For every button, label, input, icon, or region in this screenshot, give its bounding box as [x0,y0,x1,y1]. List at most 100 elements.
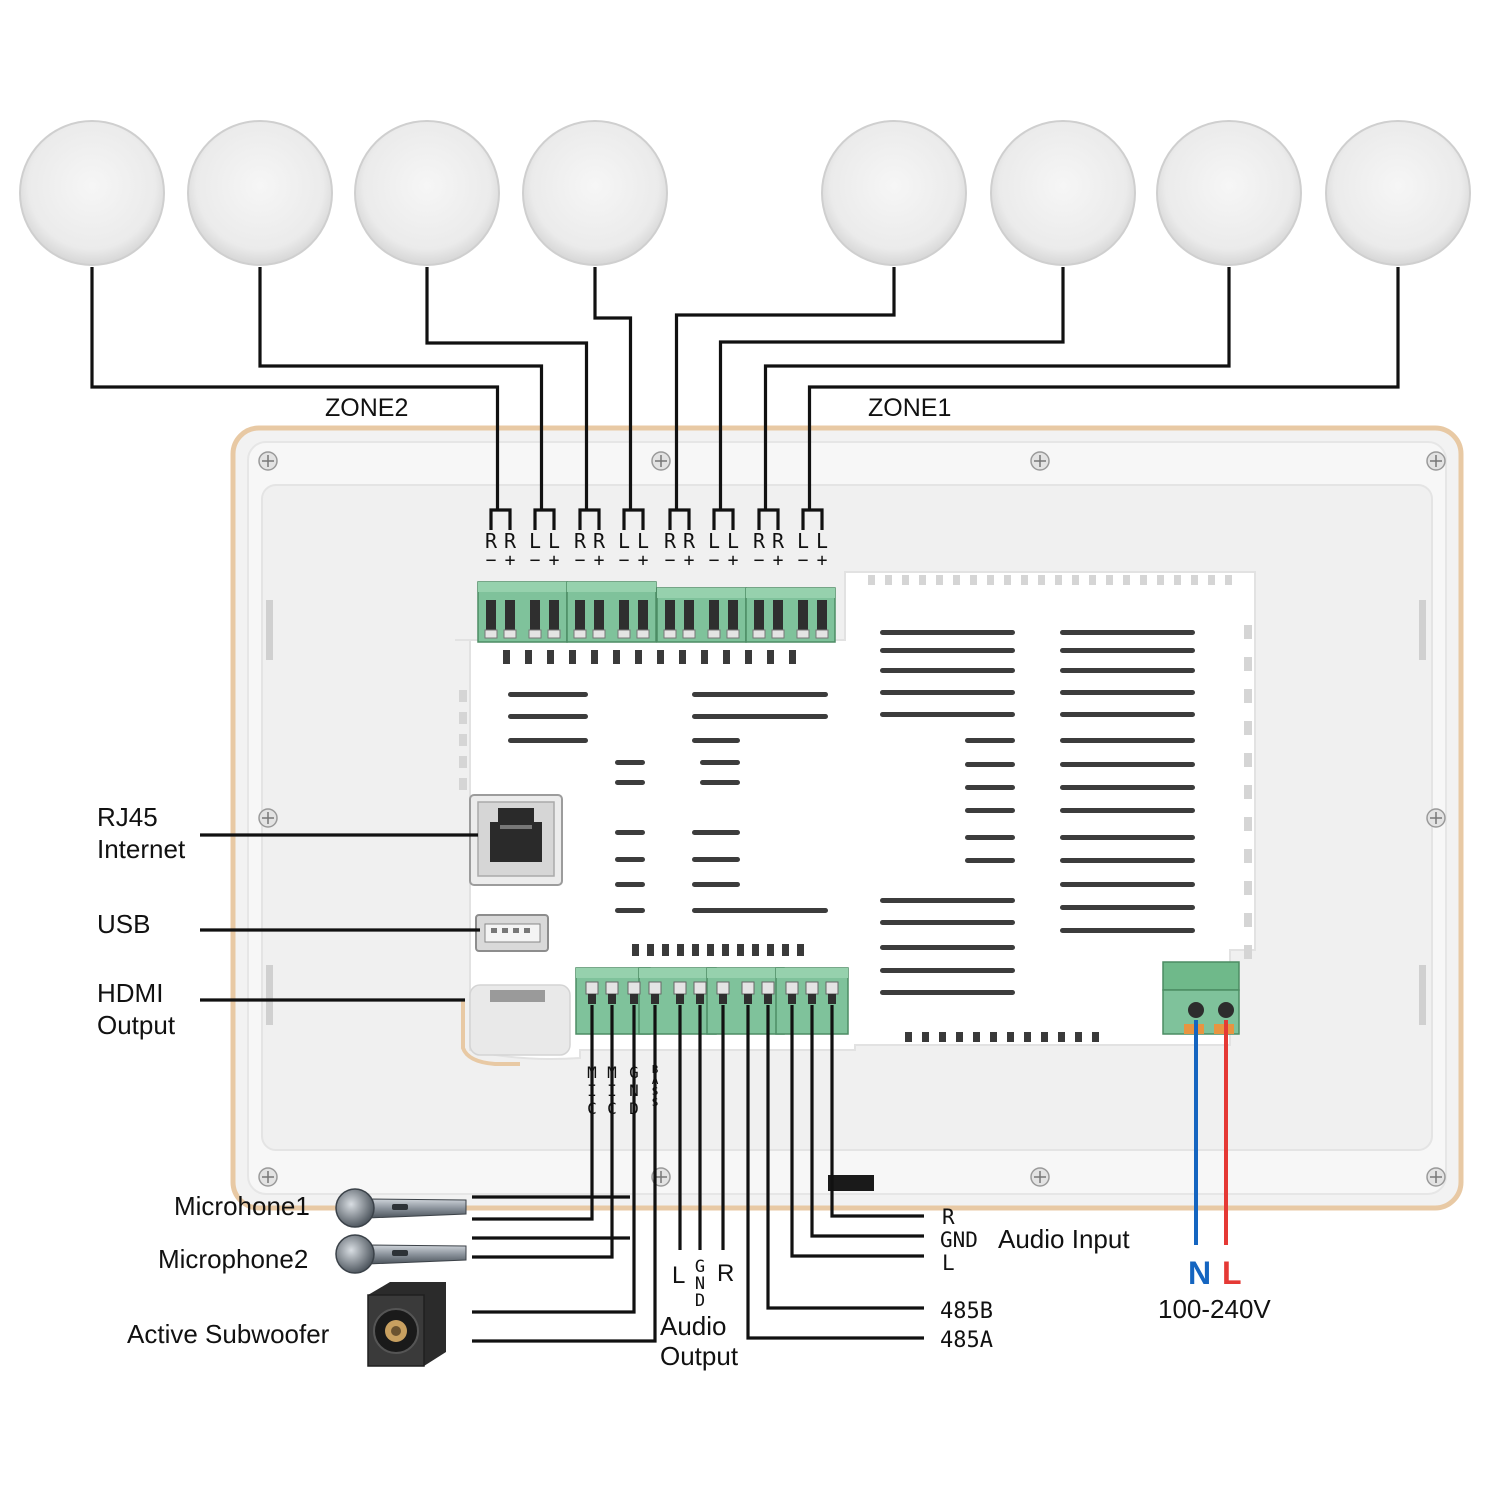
terminal-screw [771,629,785,639]
audio-input-title: Audio Input [998,1224,1130,1254]
io-terminal-pin [651,994,659,1004]
ceiling-speakers [19,120,1471,266]
io-terminal-block-top [639,968,716,978]
edge-vent [919,575,926,585]
terminal-pin [549,600,559,630]
terminal-pin [684,600,694,630]
terminal-letter: L [529,529,541,553]
terminal-sign: + [728,550,739,571]
audio-input-r: R [942,1205,955,1229]
bottom-wires [472,1005,1228,1343]
housing-tab [828,1175,874,1191]
vent-slot [880,712,1015,717]
terminal-sign: − [619,550,630,571]
audio-output-r: R [717,1260,734,1287]
edge-vent [1244,817,1252,831]
speaker-terminal-blocks [477,581,836,643]
vent-slot [880,968,1015,973]
edge-vent [782,944,789,956]
edge-vent [1021,575,1028,585]
terminal-letter: L [727,529,739,553]
terminal-letter: L [708,529,720,553]
terminal-pin [594,600,604,630]
speaker-wire [258,267,544,510]
edge-vent [1092,1032,1099,1042]
speaker-7 [1156,120,1302,266]
io-terminal-screw [648,981,662,995]
edge-vent [1140,575,1147,585]
edge-vent [1244,657,1252,671]
edge-vent [632,944,639,956]
edge-vent [647,944,654,956]
vent-slot [615,908,645,913]
rj45-label: RJ45 [97,802,158,832]
speaker-wire [622,508,645,530]
vent-slot [692,857,740,862]
speaker-wire [718,267,1065,510]
edge-vent [868,575,875,585]
vent-slot [700,760,740,765]
usb-label: USB [97,909,150,939]
speaker-wire [712,508,735,530]
io-terminal-screw [693,981,707,995]
edge-vent [1208,575,1215,585]
io-terminal-pin [719,994,727,1004]
terminal-sign: − [754,550,765,571]
terminal-screw [707,629,721,639]
edge-vent [990,1032,997,1042]
edge-vent [613,650,620,664]
edge-vent [1055,575,1062,585]
edge-vent [662,944,669,956]
terminal-screw [573,629,587,639]
edge-vent [1041,1032,1048,1042]
vent-slot [615,857,645,862]
io-terminal-pin [808,994,816,1004]
terminal-screw [484,629,498,639]
io-terminal-block-top [576,968,650,978]
vent-slot [1060,630,1195,635]
terminal-screw [547,629,561,639]
speaker-5 [821,120,967,266]
terminal-pin [773,600,783,630]
terminal-pin [575,600,585,630]
vent-slot [1060,785,1195,790]
io-terminal-pin [608,994,616,1004]
vent-slot [1060,738,1195,743]
edge-vent [1038,575,1045,585]
terminal-letter: L [637,529,649,553]
edge-vent [701,650,708,664]
speaker-wire [593,267,633,510]
vent-slot [880,690,1015,695]
io-terminal-screw [673,981,687,995]
io-terminal-pin [630,994,638,1004]
speaker-wire [801,508,824,530]
io-terminal-pin [676,994,684,1004]
power-n-label: N [1188,1255,1211,1291]
audio-output-title-line2: Output [660,1341,739,1371]
terminal-screw [592,629,606,639]
terminal-letter: R [574,529,587,553]
zone1-label: ZONE1 [868,394,951,422]
edge-vent [459,734,467,746]
rs485-a-label: 485A [940,1328,993,1353]
edge-vent [789,650,796,664]
audio-input-l: L [942,1251,955,1275]
rj45-label-line2: Internet [97,834,186,864]
terminal-block-top [746,588,835,598]
io-terminal-screw [761,981,775,995]
speaker-8 [1325,120,1471,266]
terminal-screw [752,629,766,639]
edge-vent [902,575,909,585]
terminal-letter: L [816,529,828,553]
edge-vent [1244,625,1252,639]
io-terminal-screw [605,981,619,995]
edge-vent [1072,575,1079,585]
vent-slot [692,882,740,887]
speaker-wire [668,508,691,530]
terminal-letter: R [772,529,785,553]
edge-vent [677,944,684,956]
vent-slot [1060,648,1195,653]
edge-vent [1225,575,1232,585]
power-l-label: L [1222,1255,1242,1291]
